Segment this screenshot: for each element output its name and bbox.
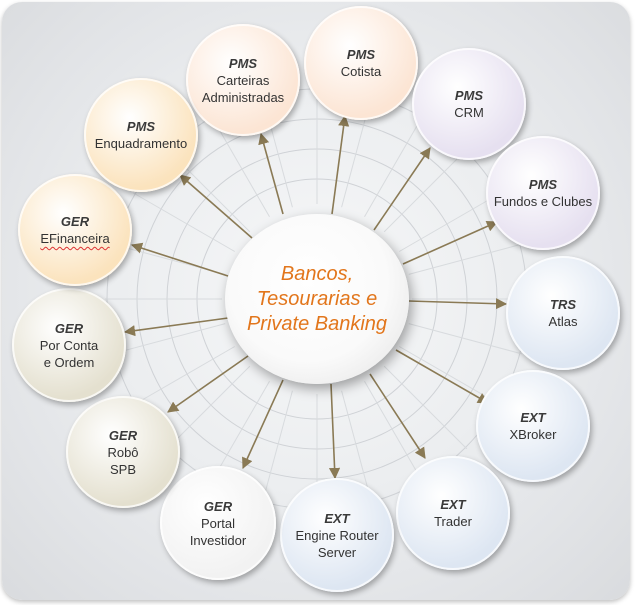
node-trs-atlas: TRS Atlas	[506, 256, 620, 370]
node-label: Trader	[434, 514, 472, 529]
ring-spoke	[133, 192, 235, 252]
ring-spoke	[210, 381, 270, 483]
node-category: GER	[60, 214, 90, 229]
node-ger-portal-investidor: GER Portal Investidor	[160, 466, 276, 580]
node-category: GER	[108, 427, 138, 443]
node-label: Engine Router Server	[295, 527, 379, 560]
node-label: EFinanceira	[40, 231, 110, 246]
ring-spoke	[210, 115, 270, 217]
arrow-connector	[258, 132, 284, 215]
arrow-connector	[369, 373, 426, 459]
ring-spoke	[399, 192, 501, 252]
hub-title: Bancos, Tesourarias e Private Banking	[246, 262, 388, 335]
ring-spoke	[408, 243, 522, 275]
arrow-connector	[395, 349, 489, 404]
ring-spoke	[364, 115, 424, 217]
ring-spoke	[341, 390, 373, 504]
node-label: Cotista	[340, 64, 382, 79]
node-label: Enquadramento	[94, 136, 188, 151]
node-ger-robo-spb: GER Robô SPB	[66, 396, 180, 508]
node-category: PMS	[454, 88, 484, 103]
hub-circle: Bancos, Tesourarias e Private Banking	[225, 214, 409, 384]
arrow-connector	[408, 298, 508, 310]
arrow-connector	[328, 383, 341, 480]
node-pms-enquadramento: PMS Enquadramento	[84, 78, 198, 192]
node-ger-efinanceira: GER EFinanceira	[18, 174, 132, 286]
ring-spoke	[383, 365, 468, 450]
ring-spoke	[364, 381, 424, 483]
node-label: XBroker	[509, 427, 557, 442]
arrow-connector	[331, 114, 350, 215]
arrow-connector	[373, 147, 431, 231]
node-category: PMS	[346, 47, 376, 62]
node-label: Carteiras Administradas	[201, 72, 285, 105]
node-pms-fundos-e-clubes: PMS Fundos e Clubes	[486, 136, 600, 250]
node-pms-carteiras-administradas: PMS Carteiras Administradas	[186, 24, 300, 136]
node-category: PMS	[528, 177, 558, 192]
node-category: GER	[203, 498, 233, 514]
node-category: PMS	[228, 55, 258, 71]
node-category: EXT	[440, 497, 466, 512]
node-category: TRS	[550, 297, 576, 312]
node-ext-xbroker: EXT XBroker	[476, 370, 590, 482]
node-label: Atlas	[548, 314, 578, 329]
arrow-connector	[130, 242, 229, 277]
ring-spoke	[383, 148, 468, 233]
arrow-connector	[242, 379, 284, 470]
node-category: EXT	[324, 510, 350, 526]
ring-spoke	[261, 390, 293, 504]
node-ext-engine-router-server: EXT Engine Router Server	[280, 478, 394, 592]
node-label: CRM	[454, 105, 484, 120]
node-label: Robô SPB	[107, 444, 139, 477]
arrow-connector	[167, 355, 249, 413]
node-pms-crm: PMS CRM	[412, 48, 526, 160]
arrow-connector	[123, 317, 229, 337]
node-category: EXT	[520, 410, 546, 425]
arrow-group	[123, 114, 508, 480]
node-ext-trader: EXT Trader	[396, 456, 510, 570]
node-category: GER	[54, 320, 84, 336]
node-label: Portal Investidor	[189, 515, 247, 548]
node-category: PMS	[126, 119, 156, 134]
ring-spoke	[133, 346, 235, 406]
ring-spoke	[408, 323, 522, 355]
ring-spoke	[112, 323, 226, 355]
ring-spoke	[166, 365, 251, 450]
node-label: Por Conta e Ordem	[39, 337, 99, 370]
node-pms-cotista: PMS Cotista	[304, 6, 418, 120]
node-label: Fundos e Clubes	[493, 194, 593, 209]
node-ger-por-conta-e-ordem: GER Por Conta e Ordem	[12, 288, 126, 402]
arrow-connector	[179, 174, 253, 239]
arrow-connector	[402, 220, 499, 265]
